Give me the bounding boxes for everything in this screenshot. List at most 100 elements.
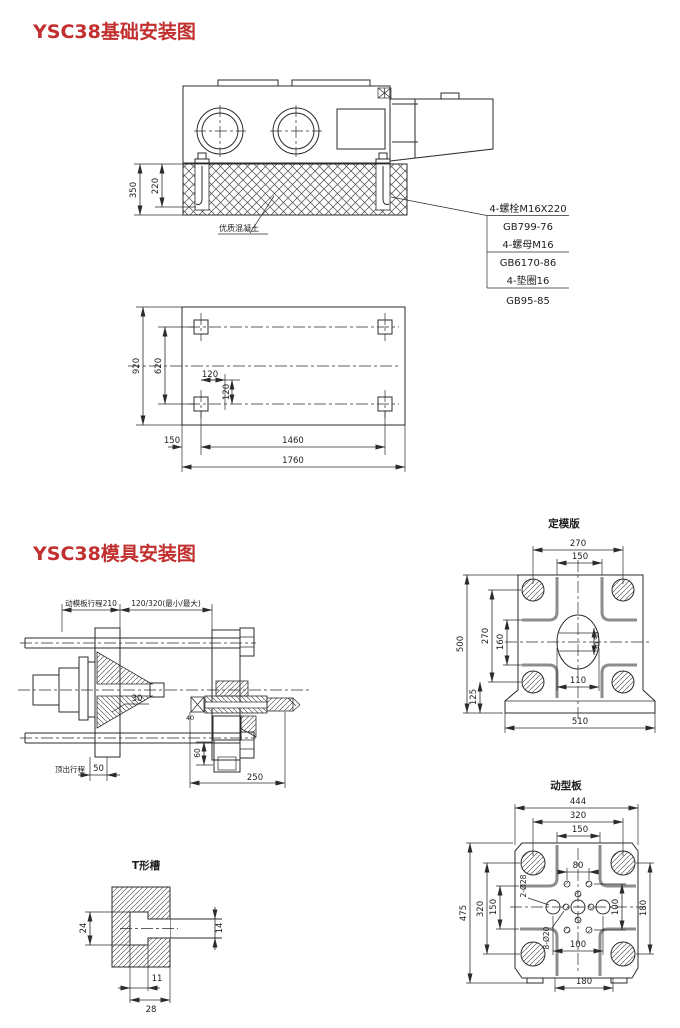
dimension-125: 125 — [469, 681, 483, 714]
foundation-section-title: YSC38基础安装图 — [32, 20, 196, 43]
dimension-150-left: 150 — [489, 885, 519, 930]
mold-section-title: YSC38模具安装图 — [32, 542, 196, 565]
inspection-window — [336, 108, 386, 150]
fixed-platen-title: 定模版 — [547, 517, 580, 530]
dimension-platen-stroke: 动模板行程210 120/320(最小/最大) — [61, 598, 213, 634]
dim-80-label: 80 — [573, 861, 584, 871]
dimension-24: 24 — [79, 911, 130, 946]
dim-320-top-label: 320 — [570, 811, 586, 821]
dimension-120-vertical: 120 — [222, 379, 235, 405]
dim-30-label: 30 — [132, 694, 143, 704]
dim-50-label: 50 — [93, 764, 104, 774]
bolt-spec-line: 4-螺栓M16X220 — [489, 202, 566, 215]
dimension-220: 220 — [151, 163, 196, 208]
tslot-detail-view: T形槽 24 14 11 28 — [79, 859, 225, 1015]
dim-250-label: 250 — [247, 773, 263, 783]
dimension-444: 444 — [514, 797, 639, 845]
anchor-bolt-left — [194, 152, 210, 211]
ejector-stroke-label: 顶出行程 — [55, 764, 85, 774]
dimension-14: 14 — [212, 907, 225, 950]
dim-platen-stroke-label: 动模板行程210 — [65, 598, 117, 608]
dimension-100-right: 100 — [594, 883, 626, 931]
dim-180-right-label: 180 — [639, 900, 649, 916]
dim-120h-label: 120 — [202, 370, 218, 380]
dim-620-label: 620 — [154, 358, 164, 374]
tiebar-hole — [610, 941, 636, 967]
machine-elevation-view: 350 220 优质混凝土 4-螺栓M16X220 GB799-76 4-螺母M… — [129, 79, 569, 307]
dimension-11: 11 — [118, 945, 162, 1003]
bolt-spec-line: GB95-85 — [506, 296, 550, 307]
dimension-920: 920 — [132, 306, 182, 426]
dim-60-label: 60 — [193, 748, 202, 758]
fixed-platen-view: 定模版 270 — [456, 517, 656, 733]
note-2-holes: 2-Ø28 — [519, 874, 550, 906]
dim-14-label: 14 — [215, 923, 225, 934]
foundation-block — [182, 163, 408, 216]
dimension-320-top: 320 — [532, 811, 624, 856]
anchor-bolt-right — [375, 152, 391, 211]
dimension-475: 475 — [459, 842, 527, 984]
dim-160-label: 160 — [496, 634, 506, 650]
concrete-note: 优质混凝土 — [218, 195, 275, 235]
dim-1760-label: 1760 — [282, 456, 304, 466]
dimension-ejector-stroke: 顶出行程 50 — [55, 757, 120, 781]
dim-150-left-label: 150 — [489, 899, 499, 915]
tslot-title: T形槽 — [132, 859, 161, 872]
dim-270-left-label: 270 — [481, 628, 491, 644]
tiebar-hole — [611, 670, 635, 694]
dimension-620: 620 — [154, 326, 194, 405]
bolt-spec-line: 4-螺母M16 — [502, 239, 553, 251]
dim-270-top-label: 270 — [570, 539, 586, 549]
moving-platen-title: 动型板 — [550, 779, 582, 792]
dimension-160: 160 — [496, 619, 522, 666]
fixed-platen-centerlines — [505, 560, 652, 722]
dimension-28: 28 — [129, 967, 171, 1015]
dimension-30: 30 — [111, 694, 149, 713]
machine-body — [182, 79, 392, 164]
dim-444-label: 444 — [570, 797, 586, 807]
dim-1460-label: 1460 — [282, 436, 304, 446]
dim-920-label: 920 — [132, 358, 142, 374]
concrete-note-label: 优质混凝土 — [219, 223, 259, 233]
dimension-150-top: 150 — [556, 552, 603, 575]
dimension-80: 80 — [557, 861, 599, 880]
porthole-right — [270, 105, 322, 157]
dimension-100-bottom: 100 — [552, 916, 604, 955]
dim-475-label: 475 — [459, 905, 469, 921]
bolt-spec-line: GB6170-86 — [500, 258, 556, 269]
note-2-holes-label: 2-Ø28 — [519, 874, 528, 897]
tiebar-hole — [520, 941, 546, 967]
dim-28-label: 28 — [146, 1005, 157, 1015]
dimension-320-left: 320 — [476, 862, 520, 955]
dim-mold-height-label: 120/320(最小/最大) — [131, 598, 201, 608]
moving-platen-view: 动型板 — [459, 779, 654, 992]
injection-unit — [389, 92, 494, 162]
dim-120v-label: 120 — [222, 384, 232, 400]
dimension-oval: 30,50 — [591, 627, 601, 656]
dim-11-label: 11 — [152, 974, 163, 984]
foundation-plan-view: 920 620 120 120 150 1460 — [128, 306, 406, 472]
dim-150-top-label: 150 — [572, 825, 588, 835]
dimension-150: 150 — [164, 436, 183, 450]
dimension-1460: 1460 — [200, 436, 386, 450]
bolt-spec-line: GB799-76 — [503, 222, 553, 233]
note-8-holes: 8-Ø20 — [542, 910, 565, 949]
dimension-60: 60 — [193, 741, 213, 766]
tie-bars — [18, 637, 312, 744]
dim-150-top-label: 150 — [572, 552, 588, 562]
tslot-channel-edges — [520, 845, 636, 976]
bolt-spec-list: 4-螺栓M16X220 GB799-76 4-螺母M16 GB6170-86 4… — [390, 196, 569, 307]
plan-centerlines — [128, 326, 399, 405]
dim-110-label: 110 — [570, 676, 586, 686]
dimension-270-top: 270 — [532, 539, 624, 584]
dim-100-right-label: 100 — [611, 899, 621, 915]
dim-24-label: 24 — [79, 923, 89, 934]
dimension-350: 350 — [129, 163, 183, 216]
clamp-section-view: 动模板行程210 120/320(最小/最大) 30 — [18, 598, 312, 788]
bolt-spec-line: 4-垫圈16 — [507, 274, 550, 287]
dimension-270-left: 270 — [481, 589, 521, 683]
dimension-250: 250 — [189, 712, 286, 788]
shot-sleeve-assembly — [190, 680, 301, 773]
